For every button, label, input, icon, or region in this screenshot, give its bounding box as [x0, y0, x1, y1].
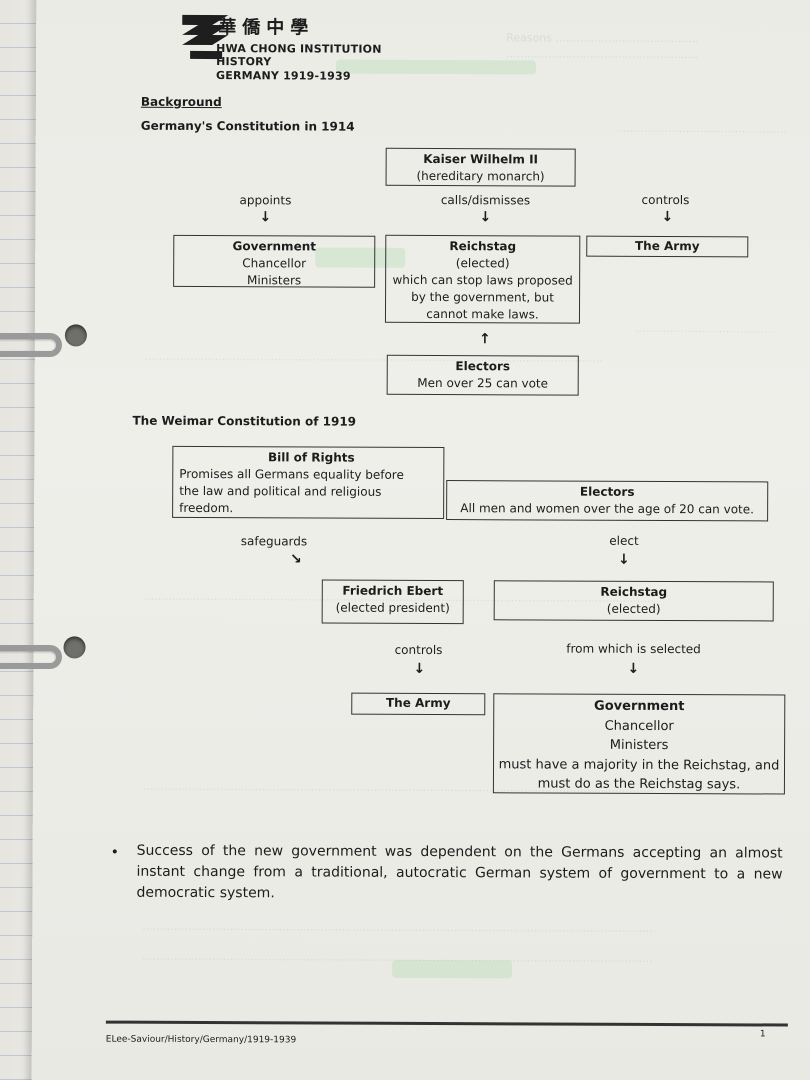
electors-line: Men over 25 can vote [417, 375, 549, 391]
bill-of-rights-box: Bill of Rights Promises all Germans equa… [172, 445, 445, 520]
punch-hole [63, 636, 86, 659]
reichstag-title: Reichstag [600, 584, 668, 600]
government-line: Chancellor [604, 718, 674, 734]
army-1919-box: The Army [351, 692, 486, 716]
arrow-diagonal-icon: ↘ [290, 551, 302, 568]
arrow-down-icon: ↓ [627, 660, 640, 677]
subject-title: HISTORY [216, 55, 272, 69]
footer-rule [105, 1020, 788, 1027]
electors-title: Electors [579, 484, 635, 499]
army-1914-box: The Army [586, 235, 749, 258]
kaiser-box: Kaiser Wilhelm II (hereditary monarch) [385, 147, 576, 187]
army-title: The Army [385, 695, 451, 711]
arrow-down-icon: ↓ [618, 551, 630, 568]
government-line: Ministers [247, 273, 302, 288]
ebert-box: Friedrich Ebert (elected president) [321, 579, 464, 625]
arrow-down-icon: ↓ [413, 660, 426, 677]
constitution-1914-heading: Germany's Constitution in 1914 [140, 118, 355, 134]
binder-ring [0, 645, 62, 669]
government-title: Government [232, 239, 317, 254]
electors-title: Electors [455, 359, 511, 374]
weimar-heading: The Weimar Constitution of 1919 [132, 413, 357, 429]
label-appoints: appoints [239, 193, 292, 208]
government-title: Government [594, 698, 685, 715]
binder-ring [0, 333, 62, 357]
electors-1914-box: Electors Men over 25 can vote [386, 354, 579, 396]
reichstag-line: (elected) [455, 256, 510, 271]
reichstag-1914-box: Reichstag (elected) which can stop laws … [384, 234, 581, 324]
bullet-text: Success of the new government was depend… [136, 842, 783, 902]
school-chinese-name: 華僑中學 [218, 17, 315, 39]
reichstag-line: cannot make laws. [426, 306, 539, 322]
bullet-icon: • [110, 844, 119, 861]
topic-title: GERMANY 1919-1939 [215, 69, 351, 83]
label-safeguards: safeguards [240, 534, 308, 549]
kaiser-subtitle: (hereditary monarch) [416, 168, 545, 184]
label-from-which-selected: from which is selected [566, 641, 701, 657]
reichstag-line: which can stop laws proposed [392, 272, 573, 288]
kaiser-title: Kaiser Wilhelm II [423, 151, 539, 167]
page-number: 1 [759, 1029, 766, 1040]
arrow-down-icon: ↓ [661, 208, 674, 226]
reichstag-line: (elected) [606, 601, 661, 616]
reichstag-title: Reichstag [449, 239, 517, 254]
school-logo-icon [182, 14, 229, 60]
bill-line: Promises all Germans equality before [179, 466, 404, 482]
reichstag-1919-box: Reichstag (elected) [493, 580, 774, 622]
reichstag-line: by the government, but [411, 289, 554, 305]
electors-line: All men and women over the age of 20 can… [460, 501, 754, 517]
background-heading: Background [140, 94, 222, 110]
arrow-up-icon: ↑ [478, 331, 491, 348]
electors-1919-box: Electors All men and women over the age … [446, 480, 769, 522]
label-controls-1914: controls [641, 192, 690, 208]
government-1919-box: Government Chancellor Ministers must hav… [492, 693, 786, 795]
government-line: must do as the Reichstag says. [537, 776, 741, 793]
label-elect: elect [609, 533, 639, 548]
footer-path: ELee-Saviour/History/Germany/1919-1939 [105, 1034, 297, 1046]
government-1914-box: Government Chancellor Ministers [173, 234, 376, 288]
army-title: The Army [634, 238, 700, 254]
arrow-down-icon: ↓ [479, 209, 492, 226]
government-line: must have a majority in the Reichstag, a… [498, 756, 780, 774]
government-line: Chancellor [242, 256, 307, 271]
label-calls-dismisses: calls/dismisses [440, 193, 531, 208]
arrow-down-icon: ↓ [259, 209, 272, 226]
bill-line: the law and political and religious [179, 483, 382, 499]
label-controls-1919: controls [394, 642, 443, 658]
bill-line: freedom. [179, 500, 234, 516]
bill-title: Bill of Rights [267, 450, 355, 465]
government-line: Ministers [609, 737, 669, 754]
document-page: Reasons ................................… [31, 0, 810, 1080]
ebert-line: (elected president) [335, 600, 450, 616]
ebert-title: Friedrich Ebert [342, 583, 444, 599]
punch-hole [64, 324, 87, 347]
